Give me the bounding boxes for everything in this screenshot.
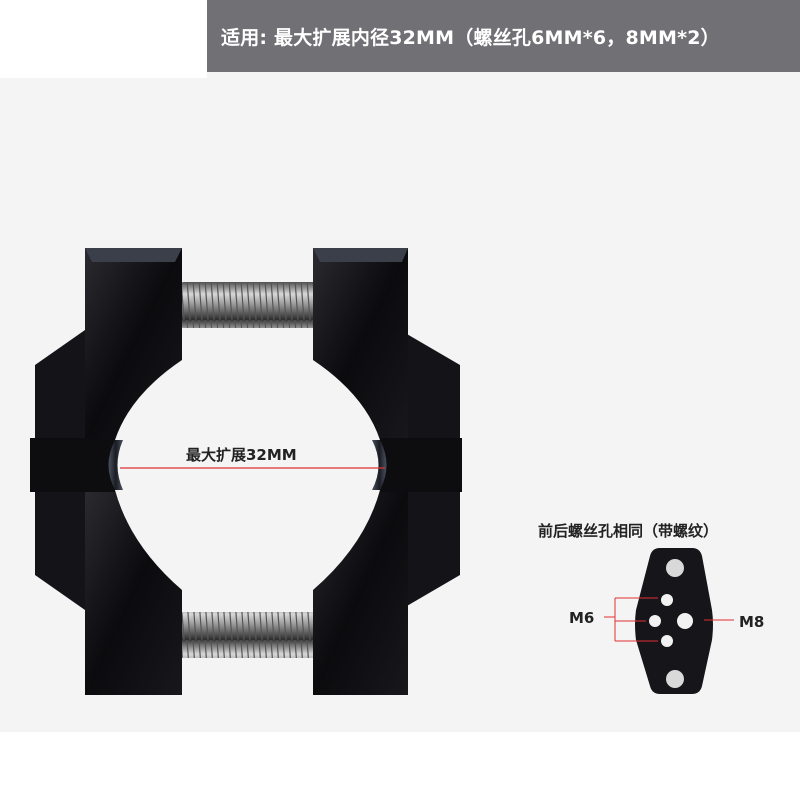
bottom-screw	[178, 612, 320, 658]
m8-label: M8	[739, 613, 765, 631]
plate-hole-m6-left	[649, 615, 661, 627]
spec-banner-text: 适用: 最大扩展内径32MM（螺丝孔6MM*6，8MM*2）	[221, 26, 720, 49]
clamp-body	[30, 248, 462, 695]
mounting-plate	[635, 548, 713, 694]
plate-top-bolt	[666, 559, 684, 577]
plate-caption: 前后螺丝孔相同（带螺纹）	[538, 522, 719, 540]
diameter-label: 最大扩展32MM	[186, 446, 297, 464]
top-left-blank	[0, 0, 207, 78]
top-screw	[178, 282, 320, 328]
bottom-blank	[0, 732, 800, 800]
plate-hole-m8-right	[677, 613, 693, 629]
spec-banner: 适用: 最大扩展内径32MM（螺丝孔6MM*6，8MM*2）	[207, 0, 800, 72]
plate-hole-m6-top	[661, 594, 673, 606]
plate-bottom-bolt	[666, 670, 684, 688]
plate-hole-m6-bottom	[661, 635, 673, 647]
m6-callout	[604, 597, 658, 642]
m6-label: M6	[569, 609, 595, 627]
